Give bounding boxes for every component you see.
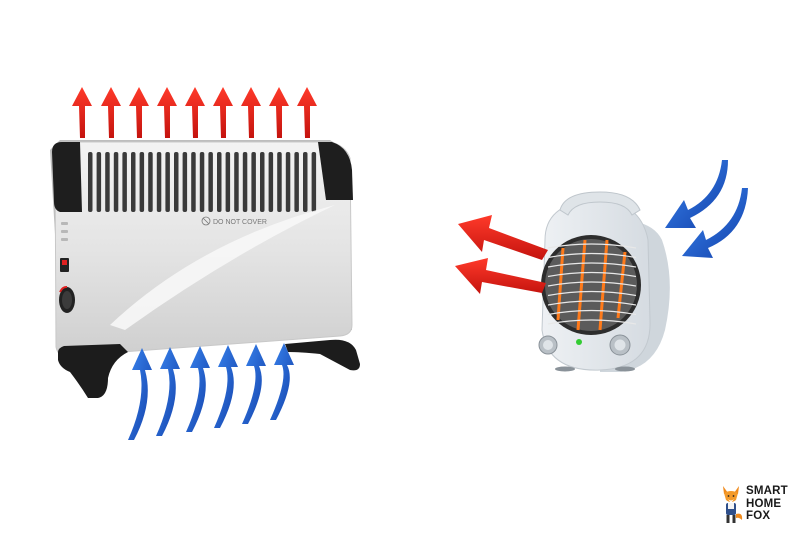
grille-slot: [277, 152, 282, 212]
grille-slot: [174, 152, 179, 212]
warm-air-arrow-icon: [297, 87, 317, 138]
grille-slot: [88, 152, 93, 212]
do-not-cover-text: DO NOT COVER: [213, 219, 267, 226]
grille-wire: [547, 271, 637, 278]
warm-air-arrows-up: [72, 87, 317, 138]
grille-slot: [234, 152, 239, 212]
grille-wire: [547, 243, 637, 249]
warm-air-arrow-icon: [101, 87, 121, 138]
grille-slot: [148, 152, 153, 212]
warm-air-arrow-icon: [213, 87, 233, 138]
fan-warm-air-arrows: [455, 215, 548, 294]
fan-heater: [538, 191, 670, 372]
grille-slot: [303, 152, 308, 212]
grille-slot: [199, 152, 205, 212]
warm-air-arrow-icon: [157, 87, 177, 138]
warm-air-arrow-icon: [72, 87, 92, 138]
grille-slot: [225, 152, 231, 212]
grille-slot: [285, 152, 291, 212]
grille-slot: [268, 152, 274, 212]
grille-wire: [547, 290, 637, 297]
do-not-cover-label: DO NOT COVER: [201, 216, 267, 226]
convector-left-cap: [52, 142, 82, 212]
warm-air-arrow-icon: [185, 87, 205, 138]
convector-swoosh: [110, 205, 335, 330]
convector-left-foot: [58, 344, 128, 398]
fan-grille: [541, 235, 641, 335]
cool-air-arrow-icon: [270, 343, 294, 420]
grille-slot: [139, 152, 145, 212]
grille-wire: [547, 262, 637, 268]
grille-slot: [131, 152, 136, 212]
grille-wire: [547, 319, 637, 325]
grille-slot: [156, 152, 162, 212]
power-indicator-light: [576, 339, 582, 345]
grille-slot: [122, 152, 127, 212]
brand-line-fox: FOX: [746, 510, 771, 522]
cool-air-arrow-icon: [665, 160, 728, 228]
grille-wire: [547, 300, 637, 306]
cool-air-arrows-in: [128, 343, 294, 440]
brand-wordmark: SMART HOME FOX: [746, 485, 788, 523]
grille-wire: [547, 252, 637, 259]
grille-slot: [113, 152, 119, 212]
grille-slot: [242, 152, 248, 212]
grille-slot: [191, 152, 196, 212]
grille-slot: [182, 152, 188, 212]
warm-air-arrow-icon: [458, 215, 548, 260]
warm-air-arrow-icon: [269, 87, 289, 138]
grille-slot: [311, 152, 317, 212]
fan-heater-handle: [559, 191, 641, 216]
cool-air-arrow-icon: [682, 188, 748, 258]
grille-slot: [96, 152, 102, 212]
cool-air-arrow-icon: [156, 347, 180, 436]
grille-slot: [260, 152, 265, 212]
brand-line-home: HOME: [746, 497, 782, 510]
grille-slot: [208, 152, 213, 212]
cool-air-arrow-icon: [186, 346, 210, 432]
grille-slot: [251, 152, 256, 212]
warm-air-arrow-icon: [129, 87, 149, 138]
thermostat-knob: [59, 285, 75, 313]
warm-air-arrow-icon: [241, 87, 261, 138]
fan-cool-air-arrows: [665, 160, 748, 258]
grille-slot: [165, 152, 170, 212]
heating-coils: [556, 239, 627, 331]
convector-heater: DO NOT COVER: [50, 140, 360, 398]
fox-mascot-icon: [723, 486, 743, 523]
grille-wire: [547, 281, 637, 287]
fan-left-knob: [538, 335, 558, 355]
warm-air-arrow-icon: [455, 258, 546, 294]
cool-air-arrow-icon: [242, 344, 266, 424]
side-vents: [61, 222, 68, 241]
grille-slot: [105, 152, 110, 212]
convector-right-cap: [318, 142, 353, 200]
cool-air-arrow-icon: [214, 345, 238, 428]
grille-wire: [547, 309, 637, 316]
cool-air-arrow-icon: [128, 348, 152, 440]
convector-grille: [88, 152, 317, 212]
grille-slot: [217, 152, 222, 212]
fan-right-knob: [609, 334, 631, 356]
grille-slot: [294, 152, 299, 212]
convector-right-foot: [285, 339, 360, 371]
brand-logo: SMART HOME FOX: [719, 484, 797, 526]
brand-line-smart: SMART: [746, 485, 788, 497]
